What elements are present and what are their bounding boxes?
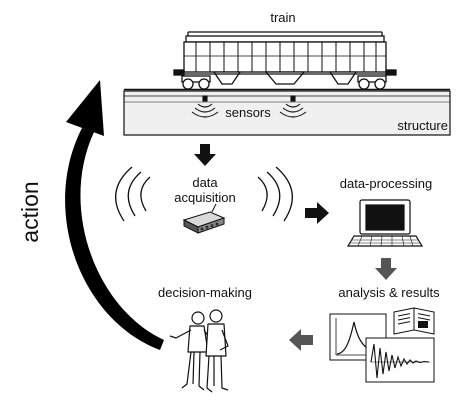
- structure-label: structure: [397, 118, 448, 133]
- action-label: action: [17, 181, 43, 242]
- data-processing-label: data-processing: [340, 176, 433, 191]
- computer-icon: [346, 199, 424, 247]
- data-acquisition-label-line1: data: [192, 175, 218, 190]
- block-arrow-icon: [375, 258, 397, 280]
- block-arrow-icon: [305, 202, 329, 224]
- wireless-signal-icon: [115, 166, 293, 222]
- decision-making-label: decision-making: [158, 285, 252, 300]
- curved-arrow-icon: [65, 80, 164, 350]
- sensor-icon: [279, 95, 307, 118]
- train-label: train: [270, 10, 295, 25]
- sensors-label: sensors: [225, 105, 271, 120]
- hopper-railcar-icon: [173, 31, 397, 90]
- data-acquisition-label-line2: acquisition: [174, 190, 235, 205]
- data-logger-icon: [182, 203, 226, 234]
- block-arrow-icon: [289, 329, 313, 351]
- block-arrow-icon: [194, 144, 216, 166]
- result-plot-oscillation: [365, 337, 435, 383]
- sensor-icon: [191, 95, 219, 118]
- report-book-icon: [393, 307, 435, 335]
- two-people-discussing-icon: [169, 309, 229, 393]
- analysis-results-label: analysis & results: [338, 285, 440, 300]
- structure-beam: [123, 90, 451, 136]
